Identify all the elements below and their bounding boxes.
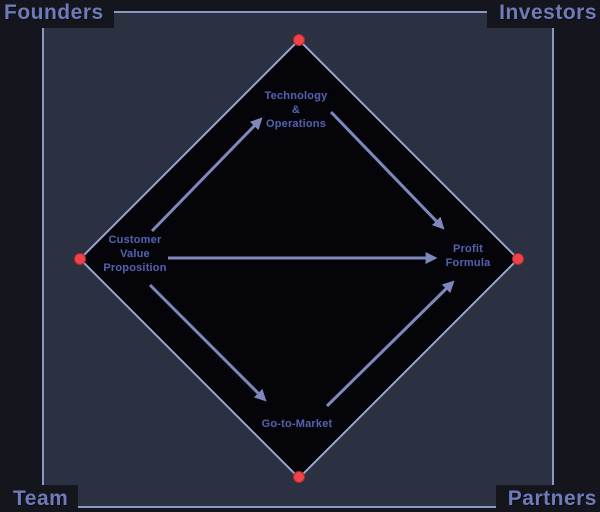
node-profit-formula: Profit Formula: [445, 243, 491, 269]
arrow-group: [148, 110, 455, 408]
corner-label-investors: Investors: [487, 0, 600, 28]
corner-label-founders: Founders: [0, 0, 114, 28]
vertex-dot-group: [74, 34, 524, 483]
arrow-gtm-to-profit: [325, 280, 455, 408]
arrow-cvp-to-technology: [150, 117, 263, 233]
node-technology-operations: Technology & Operations: [264, 90, 328, 130]
vertex-dot-right: [512, 253, 524, 265]
vertex-dot-bottom: [293, 471, 305, 483]
node-customer-value-proposition: Customer Value Proposition: [103, 234, 167, 274]
vertex-dot-left: [74, 253, 86, 265]
arrow-cvp-to-gtm: [148, 283, 267, 402]
corner-label-team: Team: [0, 485, 79, 512]
vertex-dot-top: [293, 34, 305, 46]
node-go-to-market: Go-to-Market: [261, 418, 333, 430]
corner-label-partners: Partners: [495, 485, 600, 512]
arrow-technology-to-profit: [329, 110, 445, 230]
